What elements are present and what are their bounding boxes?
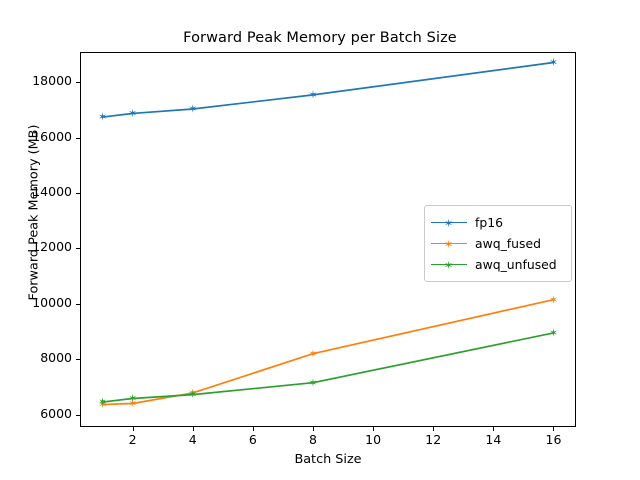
star-marker-icon: ✶ — [128, 392, 137, 405]
y-tick-label: 18000 — [32, 73, 72, 89]
x-tick-mark — [192, 427, 194, 431]
y-tick-mark — [76, 193, 80, 195]
star-marker-icon: ✶ — [128, 107, 137, 120]
legend-label-fp16: fp16 — [475, 215, 503, 230]
series-line-awq_unfused — [102, 332, 554, 403]
legend-swatch-awq-fused: ✶ — [431, 238, 467, 250]
star-marker-icon: ✶ — [188, 103, 197, 116]
y-tick-mark — [76, 359, 80, 361]
y-tick-label: 10000 — [32, 294, 72, 310]
legend-item[interactable]: ✶ awq_unfused — [431, 254, 563, 275]
legend-label-awq-fused: awq_fused — [475, 236, 541, 251]
star-marker-icon: ✶ — [98, 111, 107, 124]
x-tick-mark — [433, 427, 435, 431]
x-tick-label: 12 — [425, 432, 442, 447]
legend-label-awq-unfused: awq_unfused — [475, 257, 557, 272]
x-tick-label: 8 — [308, 432, 317, 447]
y-tick-mark — [76, 137, 80, 139]
legend-item[interactable]: ✶ fp16 — [431, 212, 563, 233]
legend-swatch-awq-unfused: ✶ — [431, 259, 467, 271]
legend-swatch-fp16: ✶ — [431, 217, 467, 229]
x-tick-mark — [252, 427, 254, 431]
series-line-awq_fused — [102, 298, 554, 406]
x-tick-label: 2 — [128, 432, 137, 447]
y-tick-mark — [76, 303, 80, 305]
x-tick-mark — [373, 427, 375, 431]
x-tick-mark — [553, 427, 555, 431]
star-marker-icon: ✶ — [444, 258, 454, 272]
star-marker-icon: ✶ — [549, 56, 558, 69]
star-marker-icon: ✶ — [308, 376, 317, 389]
x-tick-label: 10 — [365, 432, 382, 447]
y-tick-label: 12000 — [32, 239, 72, 255]
star-marker-icon: ✶ — [549, 327, 558, 340]
star-marker-icon: ✶ — [98, 396, 107, 409]
series-line-fp16 — [102, 61, 554, 118]
x-tick-label: 14 — [485, 432, 502, 447]
y-tick-label: 6000 — [40, 405, 72, 421]
chart-title: Forward Peak Memory per Batch Size — [183, 30, 457, 46]
y-tick-label: 16000 — [32, 128, 72, 144]
x-tick-label: 16 — [545, 432, 562, 447]
star-marker-icon: ✶ — [308, 347, 317, 360]
star-marker-icon: ✶ — [444, 237, 454, 251]
y-tick-label: 8000 — [40, 350, 72, 366]
star-marker-icon: ✶ — [128, 397, 137, 410]
x-tick-mark — [312, 427, 314, 431]
y-tick-mark — [76, 414, 80, 416]
star-marker-icon: ✶ — [188, 388, 197, 401]
y-tick-mark — [76, 82, 80, 84]
star-marker-icon: ✶ — [308, 89, 317, 102]
x-tick-mark — [493, 427, 495, 431]
y-tick-mark — [76, 248, 80, 250]
star-marker-icon: ✶ — [549, 293, 558, 306]
x-tick-label: 6 — [248, 432, 257, 447]
x-tick-label: 4 — [188, 432, 197, 447]
chart-legend: ✶ fp16 ✶ awq_fused ✶ awq_unfused — [424, 205, 572, 282]
plot-lines: ✶✶✶✶✶✶✶✶✶✶✶✶✶✶✶ — [98, 56, 558, 411]
plot-area-frame — [80, 52, 576, 427]
legend-item[interactable]: ✶ awq_fused — [431, 233, 563, 254]
x-tick-mark — [132, 427, 134, 431]
star-marker-icon: ✶ — [188, 387, 197, 400]
y-tick-label: 14000 — [32, 184, 72, 200]
star-marker-icon: ✶ — [98, 398, 107, 411]
x-axis-label: Batch Size — [294, 452, 362, 467]
star-marker-icon: ✶ — [444, 216, 454, 230]
